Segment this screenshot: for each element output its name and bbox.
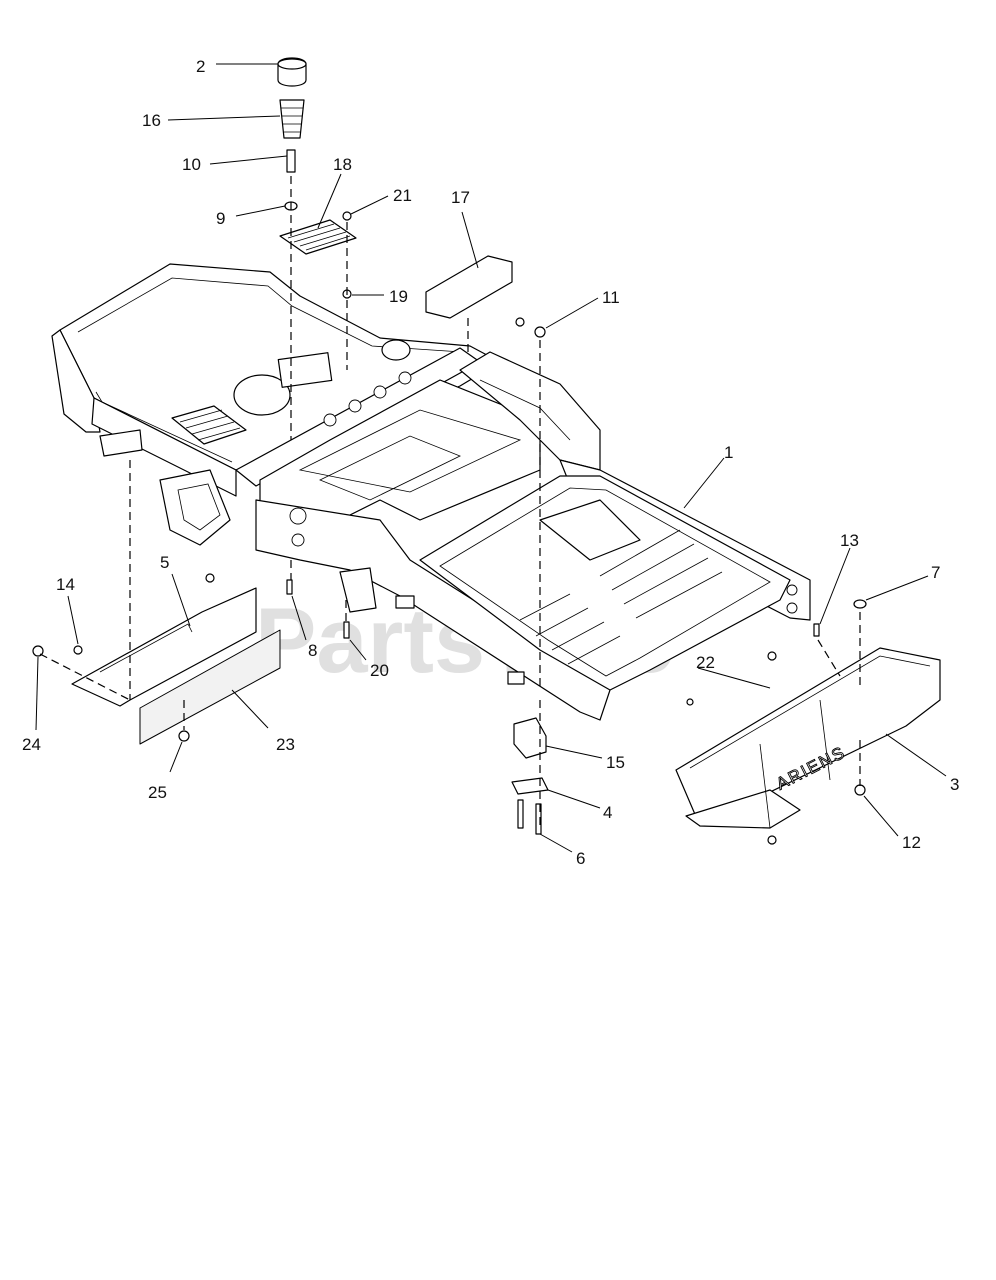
cap-7 <box>853 599 867 609</box>
callout-4: 4 <box>603 803 612 822</box>
callout-17: 17 <box>451 188 470 207</box>
screw-21 <box>342 211 352 221</box>
assembly-lines <box>39 176 861 830</box>
callout-1: 1 <box>724 443 733 462</box>
callout-5: 5 <box>160 553 169 572</box>
nut-12 <box>854 784 866 796</box>
callout-21: 21 <box>393 186 412 205</box>
callout-7: 7 <box>931 563 940 582</box>
callout-20: 20 <box>370 661 389 680</box>
callout-18: 18 <box>333 155 352 174</box>
nut-11 <box>534 326 546 338</box>
callout-labels: 2 16 10 9 18 21 17 19 11 1 13 7 5 14 24 … <box>22 57 959 868</box>
spring <box>279 99 305 139</box>
callout-19: 19 <box>389 287 408 306</box>
leader-lines <box>35 63 947 853</box>
callout-14: 14 <box>56 575 75 594</box>
side-shield-plates <box>71 587 281 745</box>
callout-3: 3 <box>950 775 959 794</box>
callout-22: 22 <box>696 653 715 672</box>
link-plate <box>511 777 549 795</box>
caster-bracket <box>513 717 547 759</box>
front-footrest: ARIENS <box>675 647 941 829</box>
foot-grate <box>279 219 357 255</box>
callout-9: 9 <box>216 209 225 228</box>
bolt-6 <box>517 799 524 829</box>
callout-15: 15 <box>606 753 625 772</box>
bolt-13 <box>813 623 820 637</box>
pin <box>286 149 296 173</box>
callout-10: 10 <box>182 155 201 174</box>
callout-13: 13 <box>840 531 859 550</box>
washer-24 <box>32 645 44 657</box>
callout-2: 2 <box>196 57 205 76</box>
callout-8: 8 <box>308 641 317 660</box>
rubber-pad <box>425 255 513 319</box>
screw-14 <box>73 645 83 655</box>
bumper-cap <box>277 57 307 87</box>
callout-11: 11 <box>602 288 620 307</box>
main-frame <box>51 263 811 721</box>
nut-25 <box>178 730 190 742</box>
callout-23: 23 <box>276 735 295 754</box>
bolt-20 <box>343 621 350 639</box>
bolt-8 <box>286 579 293 595</box>
callout-6: 6 <box>576 849 585 868</box>
callout-12: 12 <box>902 833 921 852</box>
callout-25: 25 <box>148 783 167 802</box>
callout-16: 16 <box>142 111 161 130</box>
callout-24: 24 <box>22 735 41 754</box>
